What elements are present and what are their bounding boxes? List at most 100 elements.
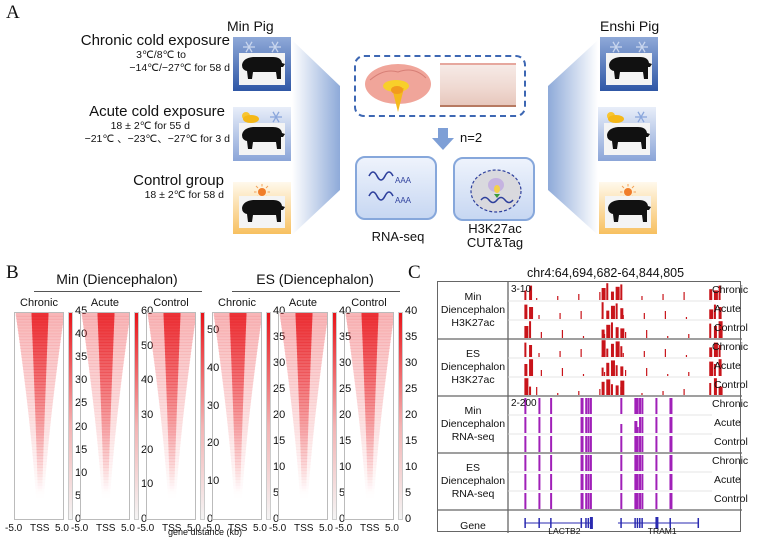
heatmap-row bbox=[29, 425, 51, 430]
heatmap-core bbox=[234, 434, 242, 439]
heatmap-core bbox=[101, 414, 111, 418]
heatmap-core bbox=[99, 354, 113, 358]
heatmap-core bbox=[234, 449, 242, 453]
heatmap-core bbox=[362, 333, 378, 338]
heatmap-core bbox=[232, 399, 244, 403]
condition-control: Control group 18 ± 2℃ for 58 d bbox=[133, 172, 224, 202]
h3k27ac-small-peak bbox=[683, 389, 685, 395]
heatmap-row bbox=[362, 455, 378, 459]
heatmap-core bbox=[299, 411, 309, 415]
heatmap-core bbox=[103, 473, 109, 477]
heatmap-row bbox=[161, 425, 183, 430]
h3k27ac-peak bbox=[620, 284, 623, 300]
rna-seq-exon-signal bbox=[524, 398, 527, 414]
track-label-line: Diencephalon bbox=[440, 474, 506, 487]
heatmap-core bbox=[99, 360, 113, 364]
h3k27ac-small-peak bbox=[662, 391, 664, 395]
h3k27ac-peak bbox=[601, 288, 606, 300]
x-tick: -5.0 bbox=[5, 523, 23, 534]
heatmap-core bbox=[33, 354, 47, 358]
heatmap-row bbox=[292, 411, 316, 415]
heatmap-core bbox=[299, 422, 309, 427]
h3k27ac-peak bbox=[615, 286, 620, 300]
rna-seq-exon-signal bbox=[639, 455, 642, 471]
funnel-right bbox=[548, 40, 598, 235]
h3k27ac-small-peak bbox=[685, 355, 688, 357]
heatmap-core bbox=[164, 333, 180, 338]
h3k27ac-peak bbox=[615, 327, 619, 338]
heatmap-core bbox=[236, 485, 241, 488]
track-label-line: Min bbox=[464, 404, 482, 417]
heatmap-core bbox=[302, 485, 307, 488]
heatmap-row bbox=[232, 470, 244, 474]
colorbar-tick: 5 bbox=[75, 489, 82, 502]
heatmap-row bbox=[162, 434, 182, 439]
heatmap-core bbox=[363, 363, 377, 367]
h3k27ac-small-peak bbox=[536, 298, 538, 300]
h3k27ac-peak bbox=[620, 346, 623, 357]
heatmap-core bbox=[231, 369, 245, 373]
heatmap-core bbox=[365, 411, 375, 415]
heatmap-core bbox=[367, 473, 373, 477]
condition-label: Chronic bbox=[712, 284, 749, 296]
heatmap-core bbox=[231, 357, 245, 361]
pig-icon bbox=[239, 123, 285, 155]
heatmap-core bbox=[170, 482, 175, 485]
heatmap-row bbox=[224, 396, 252, 400]
heatmap-core bbox=[98, 333, 114, 338]
heatmap-core bbox=[234, 461, 242, 465]
heatmap-row bbox=[92, 399, 120, 403]
colorbar-tick: 40 bbox=[339, 305, 352, 317]
group-underline bbox=[34, 291, 202, 292]
heatmap-row bbox=[158, 399, 186, 403]
h3k27ac-peak bbox=[713, 326, 717, 338]
gene-track-label: Gene bbox=[460, 520, 486, 532]
rna-seq-exon-signal bbox=[538, 493, 541, 509]
colorbar-tick: 0 bbox=[75, 513, 82, 525]
heatmap-core bbox=[35, 431, 45, 436]
h3k27ac-peak bbox=[529, 285, 533, 300]
heatmap-core bbox=[98, 327, 114, 332]
heatmap-core bbox=[233, 425, 243, 430]
heatmap-core bbox=[367, 470, 373, 474]
condition-label: Control bbox=[714, 493, 748, 505]
heatmap-row bbox=[27, 402, 53, 406]
rna-seq-exon-signal bbox=[550, 474, 553, 490]
tile-min-acute bbox=[233, 107, 291, 161]
heatmap-core bbox=[235, 464, 241, 468]
heatmap-core bbox=[301, 464, 307, 468]
heatmap-core bbox=[32, 327, 48, 332]
heatmap-core bbox=[296, 330, 312, 335]
tile-min-control bbox=[233, 182, 291, 234]
heatmap-core bbox=[169, 476, 175, 480]
heatmap-core bbox=[167, 414, 177, 418]
heatmap-row bbox=[92, 393, 120, 397]
heatmap-core bbox=[368, 488, 373, 491]
heatmap-core bbox=[295, 313, 313, 317]
rna-seq-exon-signal bbox=[634, 474, 638, 490]
heatmap-row bbox=[159, 408, 185, 412]
gene-name: LACTB2 bbox=[548, 526, 581, 536]
heatmap-row bbox=[294, 434, 314, 439]
heatmap-row bbox=[28, 411, 52, 415]
heatmap-core bbox=[33, 363, 47, 367]
h3k27ac-peak bbox=[529, 386, 532, 395]
heatmap-core bbox=[233, 408, 243, 412]
colorbar-tick: 0 bbox=[141, 513, 148, 525]
heatmap-core bbox=[35, 425, 45, 430]
x-tick: -5.0 bbox=[137, 523, 155, 534]
heatmap-row bbox=[296, 455, 312, 459]
heatmap-core bbox=[300, 461, 308, 465]
heatmap-core bbox=[364, 399, 376, 403]
heatmap-row bbox=[291, 402, 317, 406]
gene-exon bbox=[550, 518, 552, 528]
heatmap-core bbox=[368, 485, 373, 488]
rna-seq-exon-signal bbox=[639, 493, 642, 509]
heatmap-row bbox=[295, 446, 313, 450]
heatmap-row bbox=[165, 464, 179, 468]
h3k27ac-small-peak bbox=[582, 374, 585, 376]
heatmap-core bbox=[33, 375, 47, 379]
heatmap-row bbox=[91, 387, 121, 391]
rna-seq-exon-signal bbox=[655, 493, 658, 509]
